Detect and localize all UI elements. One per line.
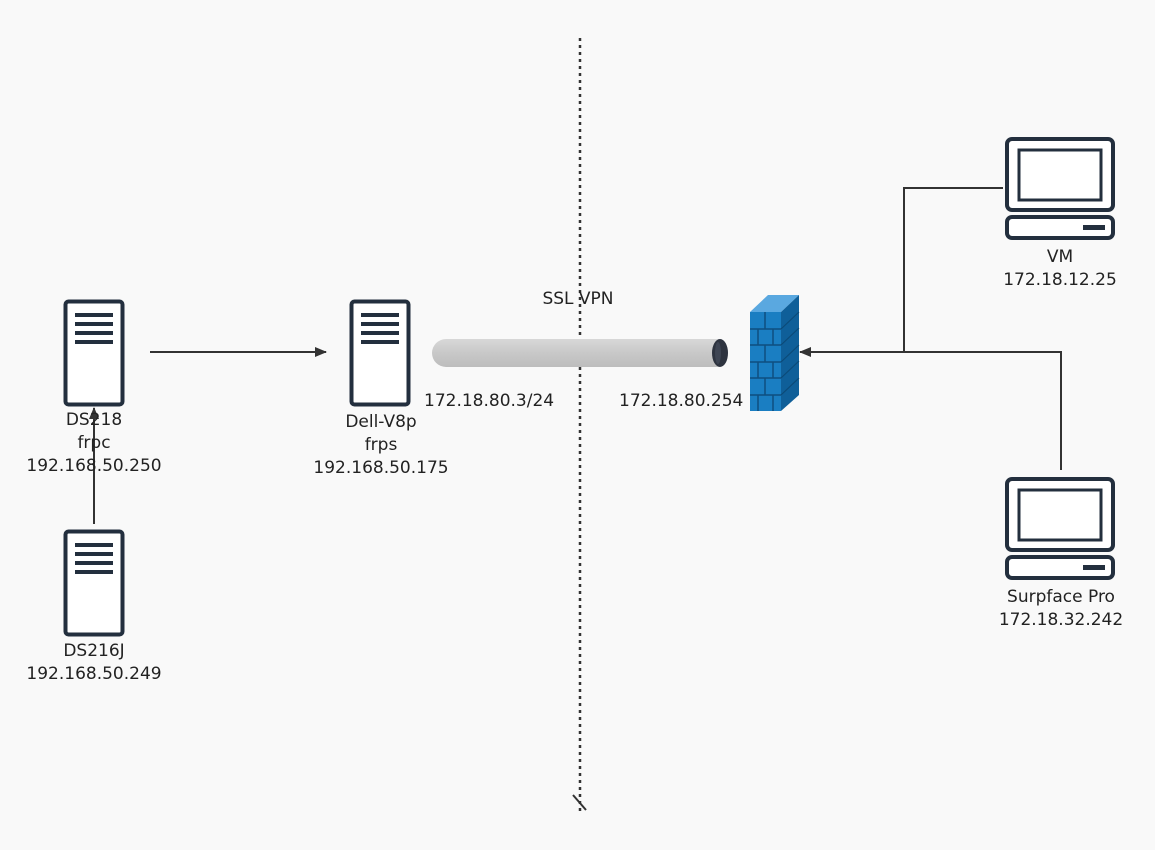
node-ip: 172.18.32.242 bbox=[998, 610, 1124, 630]
computer-monitor-icon[interactable] bbox=[1005, 137, 1115, 240]
node-ip: 172.18.12.25 bbox=[1003, 270, 1117, 290]
node-ip: 192.168.50.175 bbox=[313, 458, 449, 478]
edge-surface-to-firewall[interactable] bbox=[799, 347, 1062, 470]
boundary-end-mark bbox=[572, 794, 587, 811]
node-label-vm: VM 172.18.12.25 bbox=[1003, 246, 1117, 292]
ssl-vpn-tunnel[interactable] bbox=[432, 339, 728, 367]
node-name: DS218 bbox=[65, 410, 123, 430]
node-label-surface: Surpface Pro 172.18.32.242 bbox=[999, 586, 1123, 632]
node-name: DS216J bbox=[63, 641, 125, 661]
server-icon[interactable] bbox=[349, 299, 411, 407]
node-ip: 192.168.50.250 bbox=[26, 456, 162, 476]
server-icon[interactable] bbox=[63, 299, 125, 407]
edge-vm-to-junction[interactable] bbox=[903, 187, 1003, 352]
node-label-ds216j: DS216J 192.168.50.249 bbox=[26, 640, 161, 686]
tunnel-right-ip: 172.18.80.254 bbox=[619, 391, 744, 411]
node-ip: 192.168.50.249 bbox=[26, 664, 162, 684]
firewall-icon[interactable] bbox=[750, 295, 800, 411]
node-role: frpc bbox=[77, 433, 111, 453]
tunnel-label: SSL VPN bbox=[542, 289, 614, 309]
node-name: VM bbox=[1046, 247, 1074, 267]
node-label-ds218: DS218 frpc 192.168.50.250 bbox=[26, 409, 161, 478]
server-icon[interactable] bbox=[63, 529, 125, 637]
node-name: Dell-V8p bbox=[345, 412, 417, 432]
tunnel-left-ip: 172.18.80.3/24 bbox=[424, 391, 555, 411]
computer-monitor-icon[interactable] bbox=[1005, 477, 1115, 580]
node-role: frps bbox=[364, 435, 398, 455]
node-name: Surpface Pro bbox=[1007, 587, 1115, 607]
node-label-dell: Dell-V8p frps 192.168.50.175 bbox=[313, 411, 448, 480]
